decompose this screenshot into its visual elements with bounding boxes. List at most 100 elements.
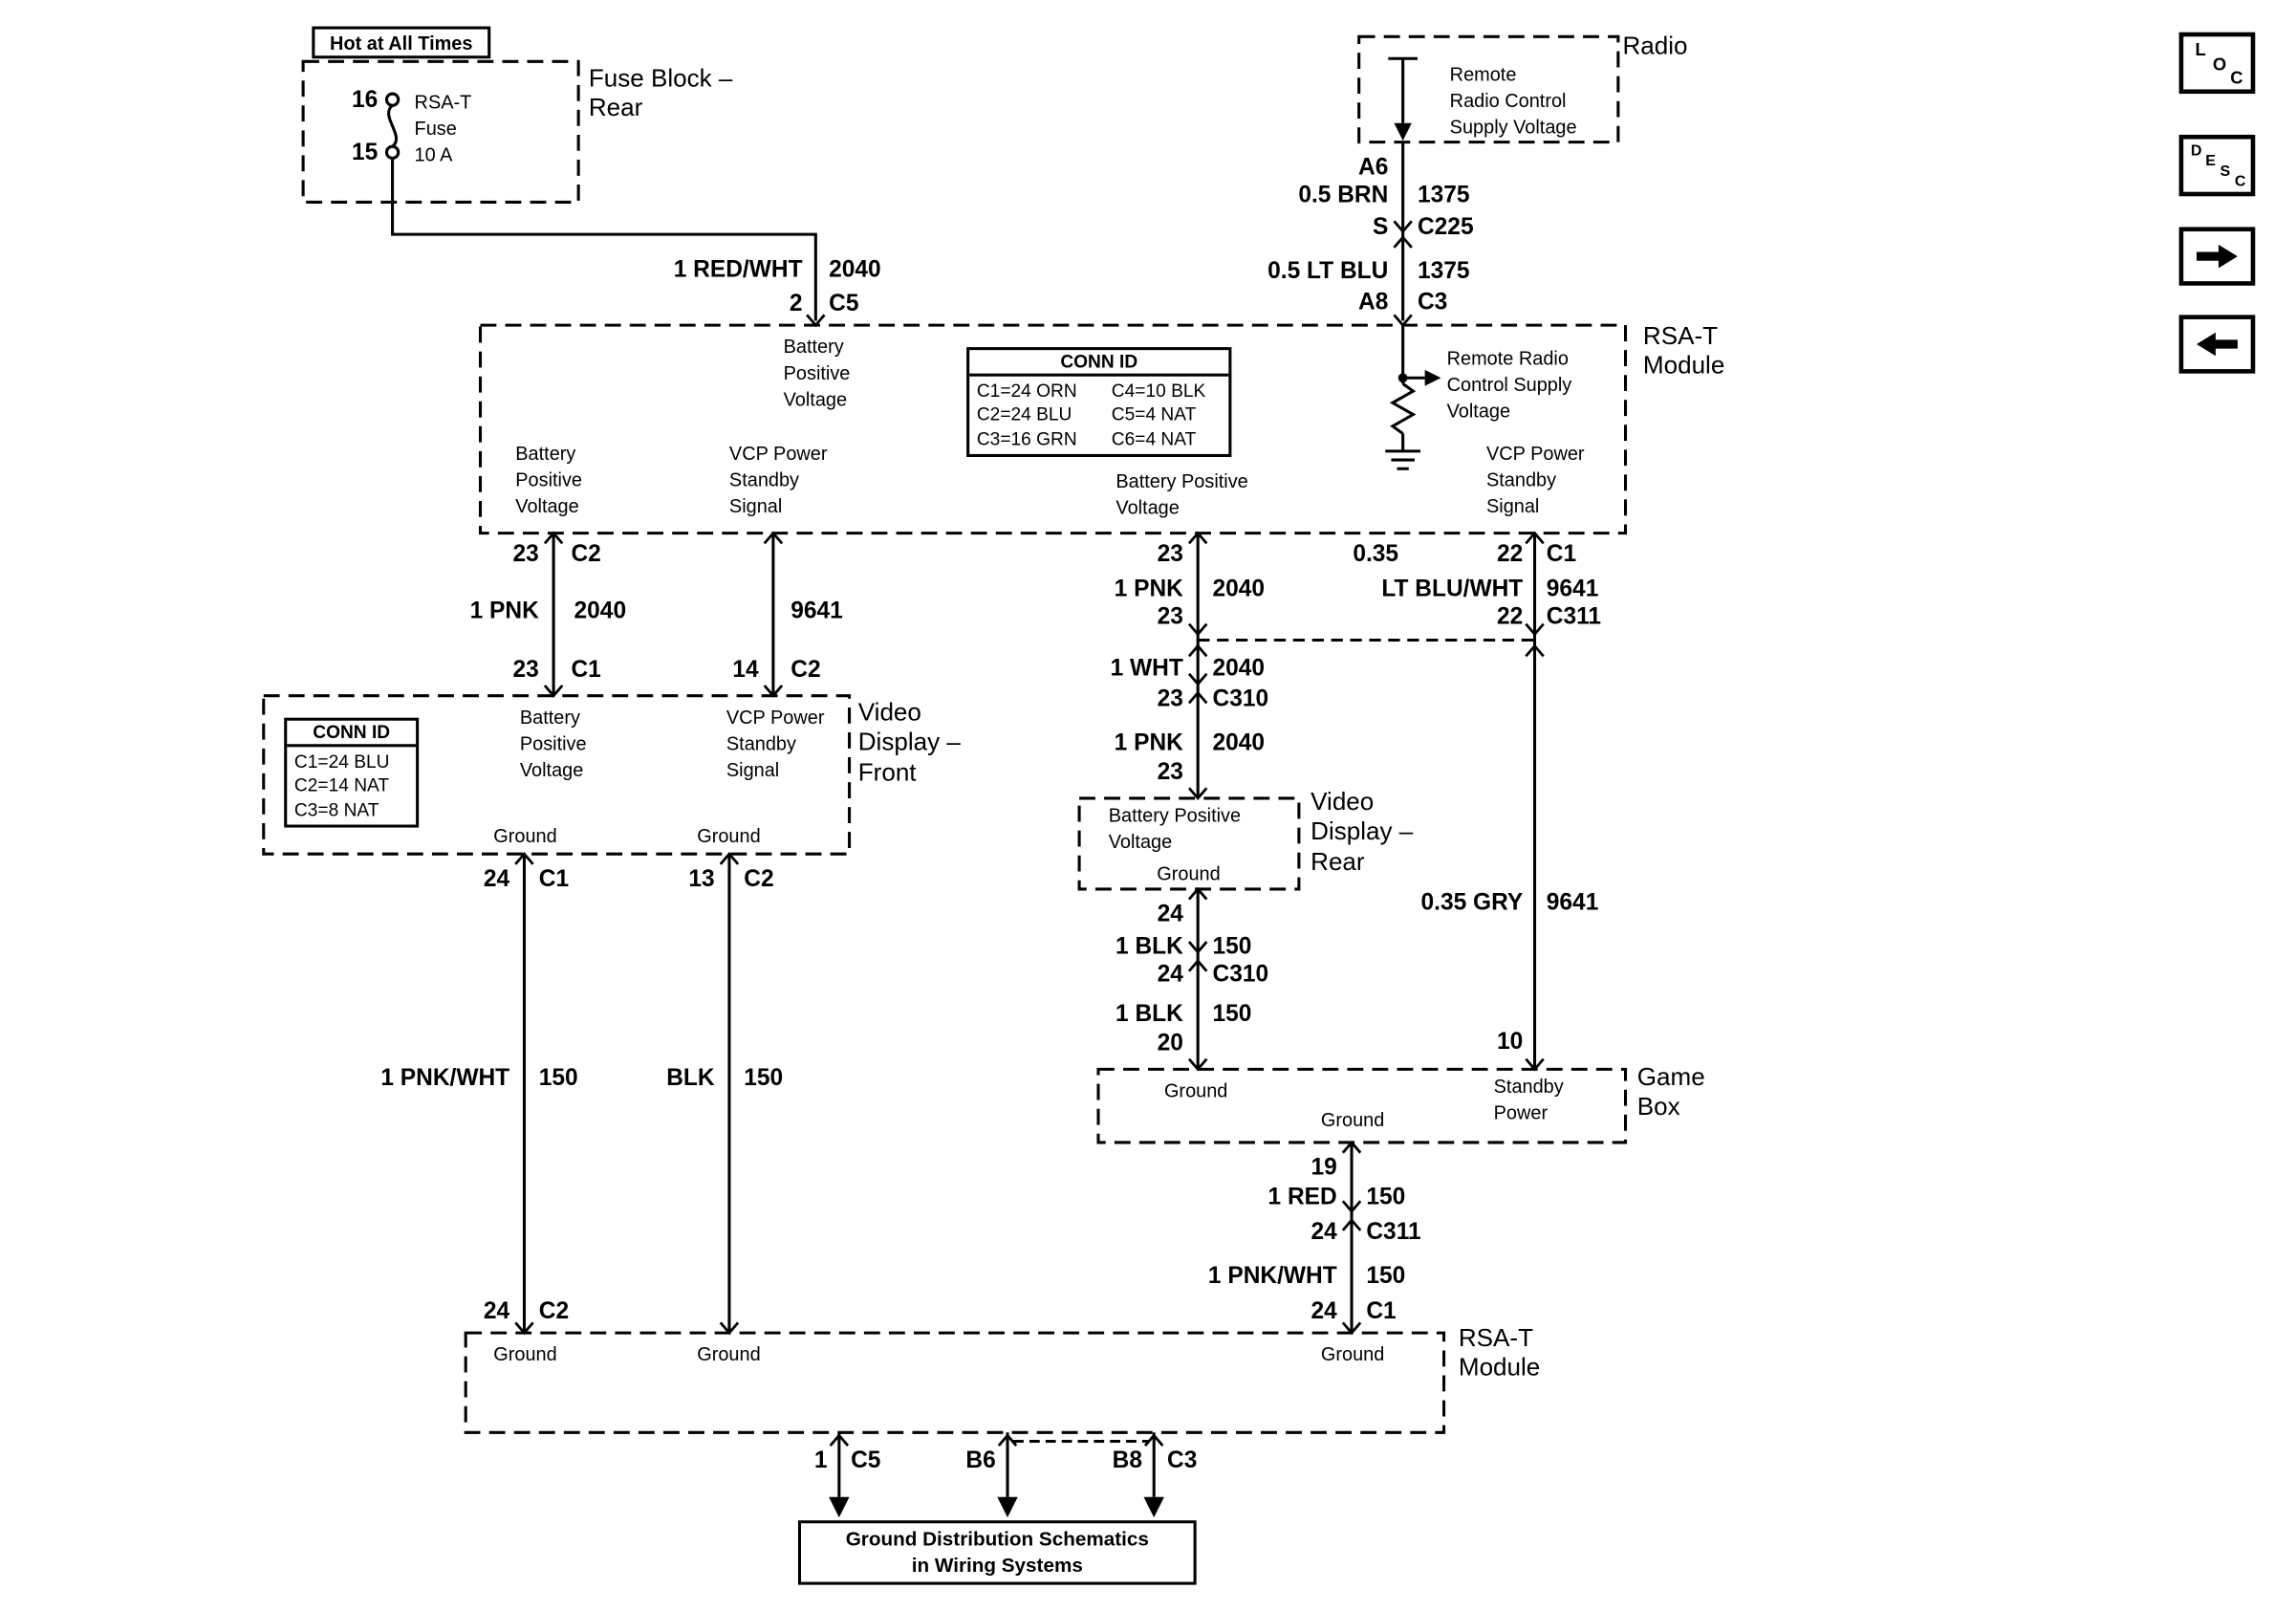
wire-name: 0.35 GRY <box>1420 890 1524 916</box>
wire-name: 1 PNK <box>1114 730 1183 756</box>
module-ground-label: Ground <box>493 1342 557 1365</box>
vdf-battery-label: Battery Positive Voltage <box>519 706 587 781</box>
conn-label: C5 <box>851 1448 881 1474</box>
pin-label: 19 <box>1310 1155 1337 1181</box>
conn-id-header: CONN ID <box>969 350 1229 377</box>
pin-label: 24 <box>1310 1220 1337 1246</box>
conn-c225: C225 <box>1417 215 1474 241</box>
wire-circuit: 150 <box>1212 934 1252 960</box>
fuse-name: RSA-T Fuse 10 A <box>414 90 472 165</box>
conn-label: C3 <box>1167 1448 1198 1474</box>
arrows-and-junctions <box>829 122 1441 1518</box>
connector-symbols <box>514 220 1545 1447</box>
conn-label: C311 <box>1366 1220 1421 1246</box>
vdr-battery-label: Battery Positive Voltage <box>1108 804 1242 853</box>
fuse-pin-16: 16 <box>351 87 379 113</box>
module-battery-mid-label: Battery Positive Voltage <box>1116 469 1248 519</box>
forward-button[interactable] <box>2178 227 2256 286</box>
vdr-ground-label: Ground <box>1157 862 1221 885</box>
wire-red-wht <box>391 158 817 321</box>
back-arrow-icon <box>2197 332 2238 357</box>
pin-label: 23 <box>512 657 539 683</box>
exit-arrow-icon <box>997 1496 1018 1518</box>
conn-label: C1 <box>1366 1298 1397 1324</box>
wire-circuit: 9641 <box>1546 890 1599 916</box>
video-display-front-outline <box>262 694 852 856</box>
wires-front-power <box>552 533 775 696</box>
module-remote-radio-label: Remote Radio Control Supply Voltage <box>1446 347 1572 423</box>
conn-id-cell: C3=8 NAT <box>293 798 379 820</box>
game-box-outline <box>1096 1067 1628 1144</box>
pin-label: 24 <box>483 866 510 892</box>
rsat-module-title: RSA-T Module <box>1642 322 1725 381</box>
wire-circuit: 9641 <box>1546 577 1599 602</box>
forward-arrow-icon <box>2197 244 2238 269</box>
video-front-title: Video Display – Front <box>857 698 961 787</box>
loc-letter: C <box>2230 67 2243 88</box>
junction-dot <box>1397 373 1408 383</box>
radio-internal-symbol <box>1388 56 1418 123</box>
loc-button[interactable]: L O C <box>2178 32 2256 95</box>
wire-name: 1 PNK <box>469 599 539 624</box>
fuse-block-title: Fuse Block – Rear <box>588 64 733 122</box>
wire-circuit: 150 <box>1366 1185 1406 1210</box>
wire-circuit: 150 <box>744 1066 784 1092</box>
wire-circuit: 2040 <box>574 599 627 624</box>
video-display-rear-outline <box>1077 796 1301 891</box>
conn-label: C2 <box>538 1298 570 1324</box>
fuse-pin-15: 15 <box>351 141 379 166</box>
conn-id-body: C1=24 ORN C4=10 BLK C2=24 BLU C5=4 NAT C… <box>969 377 1228 454</box>
wire-ltblu-circuit: 1375 <box>1417 259 1470 285</box>
pin-label: 24 <box>1157 902 1183 927</box>
loc-letter: O <box>2212 54 2227 76</box>
vdf-ground-left: Ground <box>493 824 557 847</box>
ground-distribution-link[interactable]: Ground Distribution Schematics in Wiring… <box>797 1520 1197 1585</box>
conn-label: C310 <box>1212 962 1269 988</box>
module-ground-label: Ground <box>1320 1342 1385 1365</box>
conn-label: C1 <box>1546 541 1577 567</box>
pin-label: 14 <box>732 657 759 683</box>
wire-name: 1 BLK <box>1116 934 1183 960</box>
pin-label: 10 <box>1497 1029 1524 1056</box>
wire-circuit: 2040 <box>1212 577 1266 602</box>
wire-circuit: 150 <box>1212 1001 1252 1027</box>
conn-label: C2 <box>571 541 601 567</box>
radio-pin-a6: A6 <box>1358 155 1389 181</box>
back-button[interactable] <box>2178 315 2256 374</box>
conn-id-cell: C1=24 BLU <box>293 751 390 773</box>
wire-name: 1 RED <box>1267 1185 1337 1210</box>
wire-name: 1 PNK/WHT <box>380 1066 510 1092</box>
pin-label: 20 <box>1157 1031 1183 1056</box>
desc-letter: S <box>2220 163 2231 181</box>
loc-letter: L <box>2195 39 2206 60</box>
pin-label: 24 <box>483 1298 510 1324</box>
pin-label: B6 <box>965 1448 996 1474</box>
desc-letter: E <box>2205 152 2216 170</box>
fuse-block-outline <box>301 59 580 204</box>
wire-name: 1 PNK/WHT <box>1207 1264 1337 1290</box>
conn-id-table-front: CONN ID C1=24 BLU C2=14 NAT C3=8 NAT <box>284 717 420 828</box>
pin-label: 1 <box>813 1448 828 1474</box>
desc-button[interactable]: D E S C <box>2178 134 2256 197</box>
wire-name: LT BLU/WHT <box>1381 577 1524 602</box>
module-conn-c3: C3 <box>1417 290 1448 316</box>
conn-label: C311 <box>1546 604 1602 630</box>
splice-s: S <box>1372 215 1389 241</box>
conn-id-cell: C2=24 BLU <box>976 404 1072 425</box>
radio-outline <box>1357 34 1620 144</box>
resistor-symbol <box>1389 382 1417 435</box>
module-ground-label: Ground <box>697 1342 761 1365</box>
conn-id-table-rsat: CONN ID C1=24 ORN C4=10 BLK C2=24 BLU C5… <box>966 347 1232 457</box>
conn-label: C310 <box>1212 686 1269 712</box>
wires-front-ground <box>522 854 731 1334</box>
module-pin-2: 2 <box>789 291 803 316</box>
wire-circuit: 150 <box>1366 1264 1406 1290</box>
radio-down-arrow-icon <box>1394 122 1412 142</box>
vdf-ground-right: Ground <box>697 824 761 847</box>
conn-id-cell: C2=14 NAT <box>293 774 390 796</box>
conn-id-header: CONN ID <box>287 721 417 748</box>
radio-title: Radio <box>1622 32 1688 60</box>
pin-label: 24 <box>1310 1298 1337 1324</box>
